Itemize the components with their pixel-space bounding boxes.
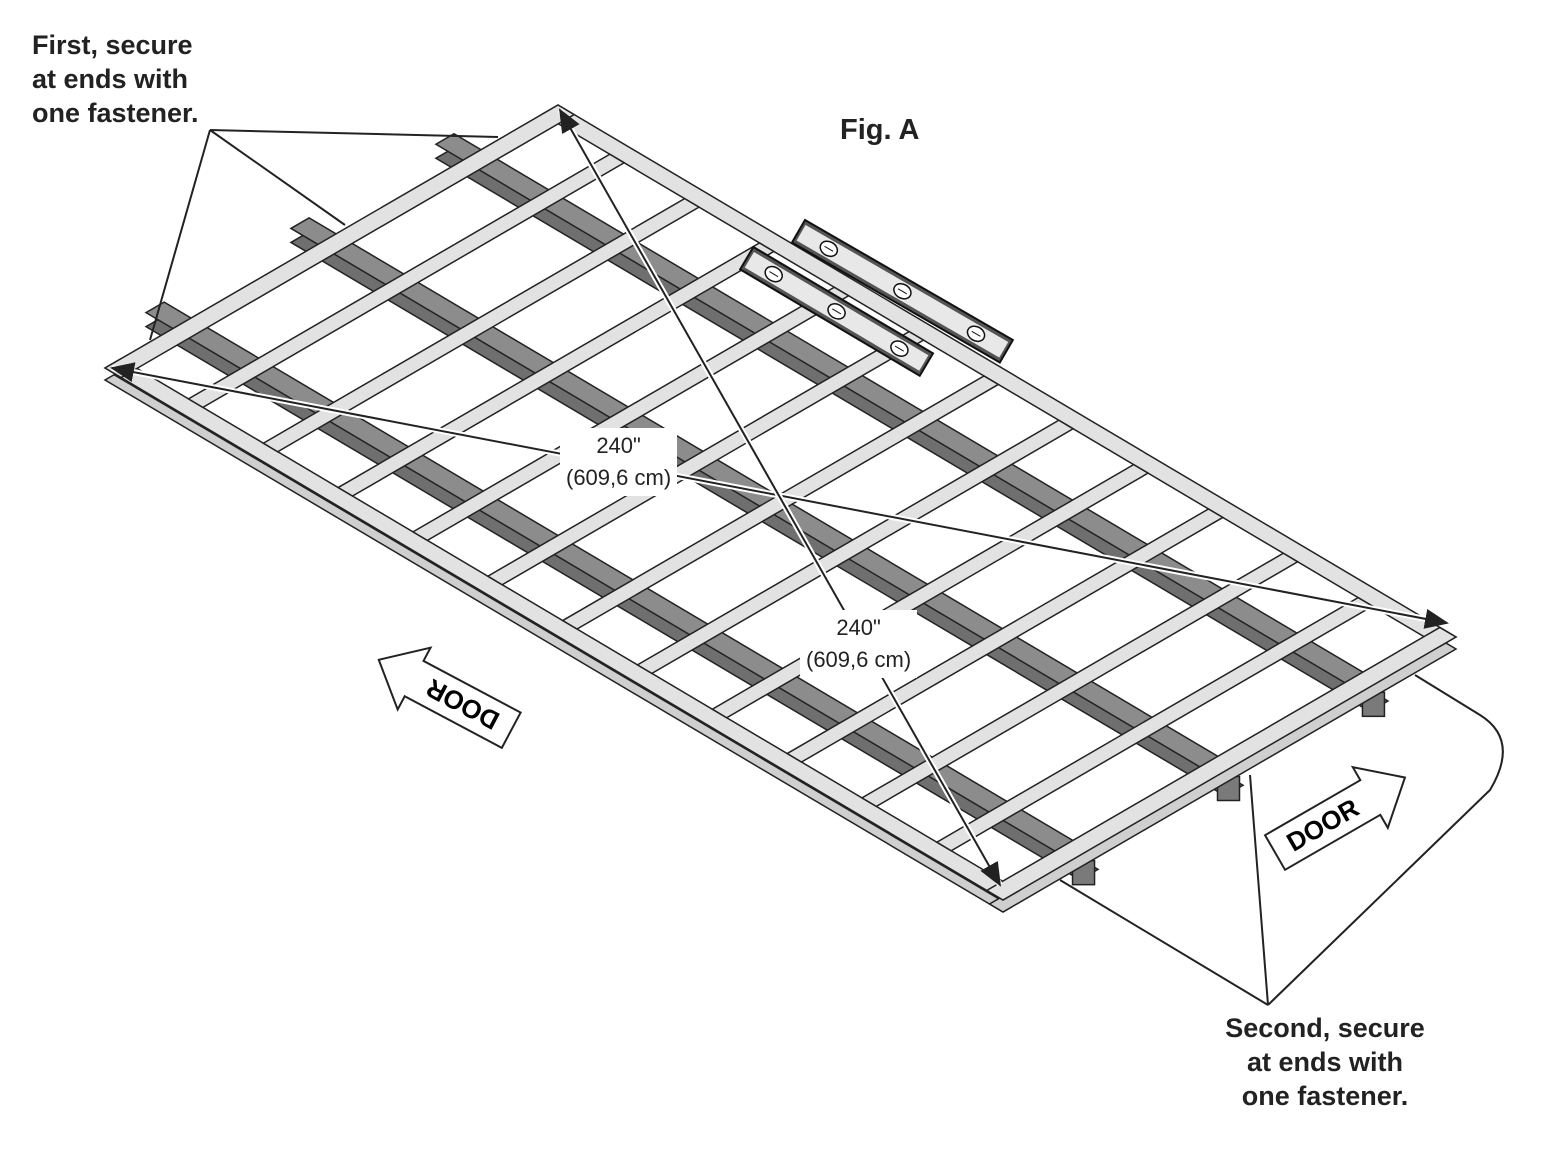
- diagonal-dimension-2: 240" (609,6 cm): [800, 610, 918, 678]
- dimension-metric: (609,6 cm): [566, 465, 672, 490]
- leader-line: [209, 129, 346, 226]
- door-direction-arrow: DOOR: [377, 646, 522, 750]
- leader-line: [1059, 879, 1269, 1006]
- note-line: First, secure: [32, 30, 193, 60]
- note-line: at ends with: [32, 64, 189, 94]
- dimension-imperial: 240": [836, 615, 881, 640]
- figure-label: Fig. A: [840, 114, 920, 146]
- dimension-imperial: 240": [596, 433, 641, 458]
- leader-line: [209, 129, 499, 138]
- first-secure-note: First, secure at ends with one fastener.: [32, 28, 199, 130]
- note-line: Second, secure: [1225, 1013, 1425, 1043]
- leader-line: [1249, 774, 1269, 1006]
- note-line: at ends with: [1246, 1047, 1403, 1077]
- dimension-metric: (609,6 cm): [806, 647, 912, 672]
- leader-line: [1267, 674, 1504, 1006]
- note-line: one fastener.: [32, 98, 199, 128]
- second-secure-note: Second, secure at ends with one fastener…: [1210, 1011, 1440, 1113]
- door-direction-arrow: DOOR: [1263, 765, 1407, 872]
- note-line: one fastener.: [1241, 1081, 1409, 1111]
- diagonal-dimension-1: 240" (609,6 cm): [560, 428, 678, 496]
- leader-line: [149, 129, 211, 341]
- end-joist-right: [985, 626, 1458, 901]
- diagonal-measure-arrow: [559, 108, 1001, 887]
